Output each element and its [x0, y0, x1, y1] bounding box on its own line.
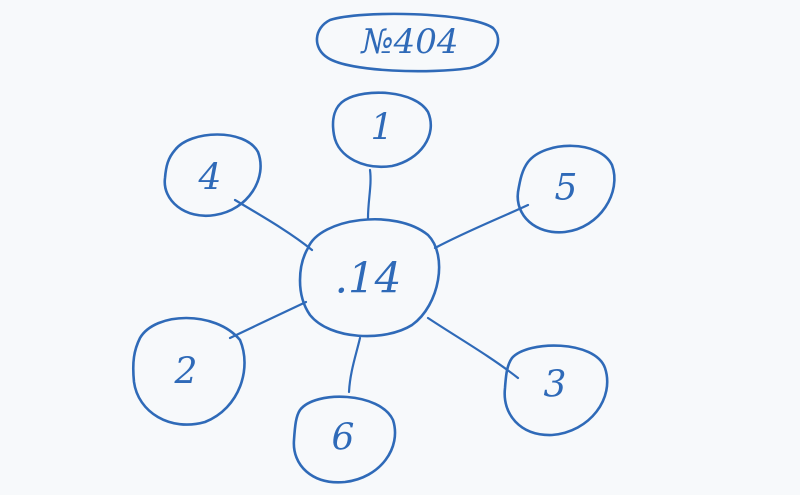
node-2: 2: [131, 316, 246, 426]
node-6: 6: [292, 395, 397, 484]
node-3-oval: [503, 344, 609, 437]
connector-5: [433, 203, 530, 250]
node-1-label: 1: [371, 108, 394, 149]
node-5-label: 5: [555, 168, 578, 209]
node-1: 1: [331, 91, 433, 169]
center-oval: [298, 217, 441, 338]
title-label: №404: [359, 22, 458, 62]
node-2-oval: [131, 316, 246, 426]
node-5: 5: [516, 144, 616, 234]
node-4-label: 4: [198, 158, 222, 199]
node-3-label: 3: [544, 365, 567, 406]
center-node: .14: [298, 217, 441, 338]
connector-1: [366, 168, 372, 220]
node-2-label: 2: [174, 352, 198, 393]
connector-3: [426, 316, 520, 380]
node-1-oval: [331, 91, 433, 169]
connector-2: [228, 300, 308, 340]
center-label: .14: [335, 254, 402, 303]
node-3: 3: [503, 344, 609, 437]
connector-4: [233, 198, 314, 252]
title-bubble: №404: [315, 12, 500, 73]
node-6-oval: [292, 395, 397, 484]
connector-6: [347, 336, 362, 394]
node-5-oval: [516, 144, 616, 234]
node-4: 4: [163, 133, 262, 218]
title-oval: [315, 12, 500, 73]
node-6-label: 6: [332, 418, 355, 459]
node-4-oval: [163, 133, 262, 218]
